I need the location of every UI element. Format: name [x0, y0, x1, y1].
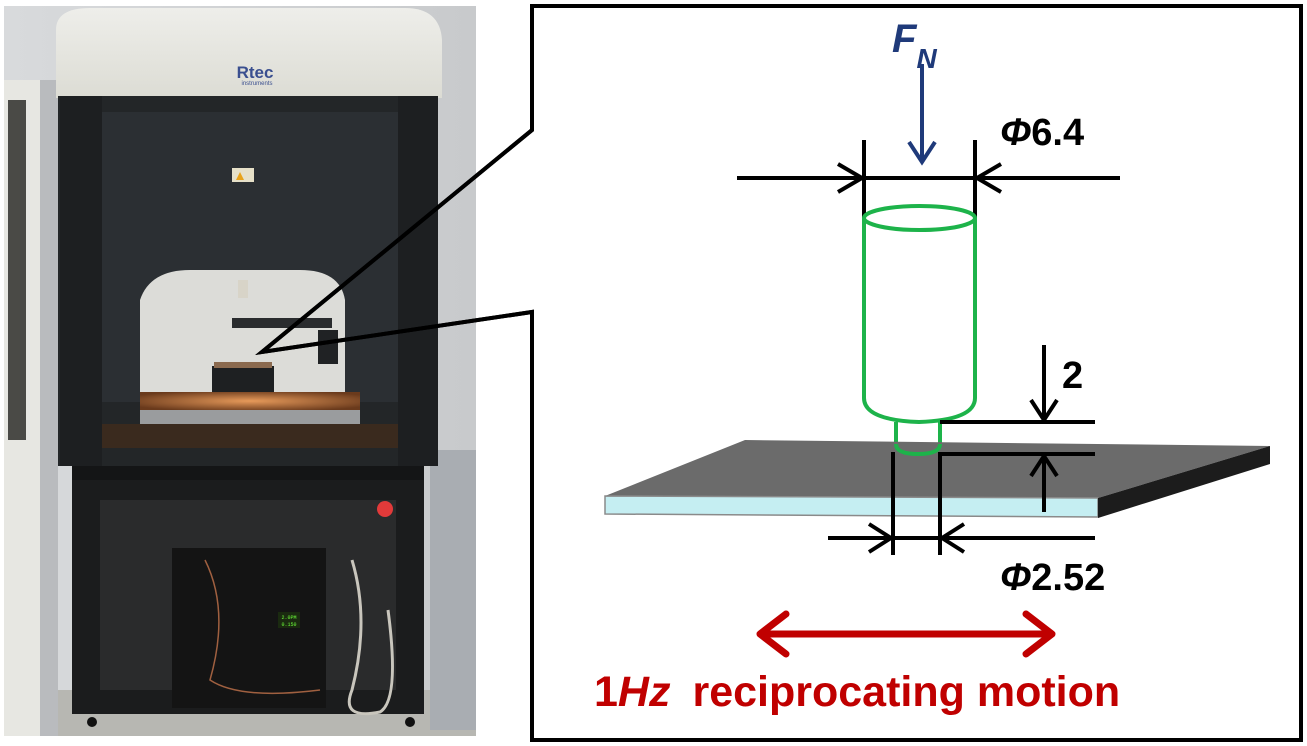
arrowhead-down-icon: [1029, 398, 1059, 424]
gantry-opening: [140, 270, 345, 420]
motion-freq-number: 1: [594, 668, 618, 716]
pin-contact-arc: [894, 443, 942, 457]
right-panel: [430, 450, 476, 730]
sample-holder: [212, 366, 274, 396]
left-post: [60, 96, 102, 466]
force-label: FN: [892, 17, 937, 74]
wire: [204, 559, 321, 695]
sample: [214, 362, 272, 368]
pin-diameter-value: 2.52: [1031, 557, 1105, 599]
tribometer-photo: Rtec instruments 2.0PM 0.150: [4, 6, 476, 736]
plate-top-face: [605, 440, 1270, 498]
force-label-sub: N: [916, 43, 937, 74]
hood: [56, 8, 442, 98]
pin-arrowhead-right-icon: [867, 522, 895, 554]
warning-triangle-icon: [236, 172, 244, 180]
pin-holder-arm: [232, 318, 332, 328]
plate-front-face: [604, 495, 1099, 518]
caster: [87, 717, 97, 727]
brand-subtitle: instruments: [241, 81, 272, 87]
force-label-main: F: [892, 17, 918, 61]
arrowhead-right-icon: [836, 162, 866, 194]
phi-symbol: Φ: [1000, 112, 1031, 154]
arrowhead-up-icon: [1029, 452, 1059, 478]
adjacent-cabinet-window: [8, 100, 26, 440]
force-arrowhead-icon: [907, 140, 937, 166]
phi-symbol: Φ: [1000, 557, 1031, 599]
pin-height-label: 2: [1062, 355, 1083, 397]
controller-display: [278, 612, 300, 628]
linear-stage: [140, 392, 360, 410]
brand-logo: Rtec: [237, 63, 274, 82]
cabinet-side-panel: [40, 80, 58, 736]
motion-text: reciprocating motion: [692, 668, 1120, 716]
upper-diameter-value: 6.4: [1031, 112, 1084, 154]
controller-box: [172, 548, 326, 708]
display-line-2: 0.150: [281, 622, 296, 628]
motion-freq-unit: Hz: [618, 668, 671, 716]
stage-base: [90, 424, 430, 448]
motion-arrowhead-right-icon: [1022, 610, 1056, 658]
cylinder-top-ellipse: [862, 204, 977, 232]
pin-diameter-label: Φ2.52: [1000, 557, 1105, 599]
emergency-stop-button: [377, 501, 393, 517]
stage-rail: [140, 410, 360, 424]
upper-diameter-label: Φ6.4: [1000, 112, 1084, 154]
actuator: [318, 330, 338, 364]
caster: [405, 717, 415, 727]
callout-frame-outline: [255, 4, 1303, 742]
cylinder-body: [862, 218, 977, 425]
pin-arrowhead-left-icon: [938, 522, 966, 554]
cabinet-rail: [72, 466, 424, 480]
load-cell: [238, 280, 248, 298]
schematic: FN Φ6.4 2: [594, 17, 1270, 716]
display-line-1: 2.0PM: [281, 615, 296, 621]
motion-label: 1Hz reciprocating motion: [594, 668, 1120, 716]
motion-arrowhead-left-icon: [756, 610, 790, 658]
plate-side-face: [1098, 446, 1270, 518]
cable: [347, 559, 394, 716]
right-post: [398, 96, 438, 466]
arrowhead-left-icon: [973, 162, 1003, 194]
